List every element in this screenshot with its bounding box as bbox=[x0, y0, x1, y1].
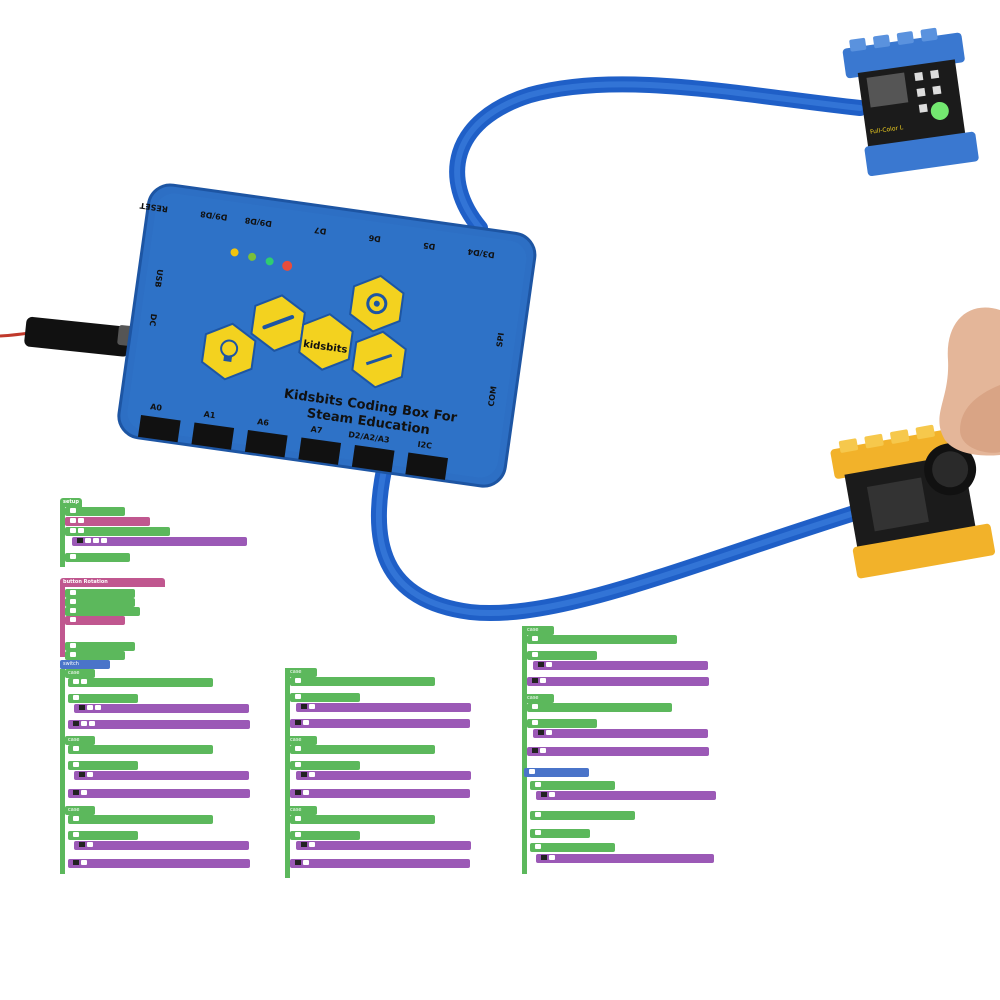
case-label-1: case bbox=[65, 669, 95, 678]
hand bbox=[939, 307, 1000, 456]
top-port-5: D5 bbox=[422, 241, 436, 252]
button-rotation-block: button Rotation bbox=[60, 578, 165, 587]
cable-to-top-module-highlight bbox=[454, 81, 863, 231]
code-block-group-3: case case bbox=[522, 626, 722, 876]
bottom-port-a7: A7 bbox=[310, 425, 323, 436]
case-label-4: case bbox=[287, 668, 317, 677]
case-label-7: case bbox=[524, 626, 554, 635]
case-label-3: case bbox=[65, 806, 95, 815]
cable-to-knob-module-highlight bbox=[375, 467, 883, 616]
top-port-1: D9/D8 bbox=[199, 209, 228, 222]
cable-to-top-module bbox=[449, 76, 868, 236]
top-port-2: D9/D8 bbox=[244, 215, 273, 228]
bottom-port-a6: A6 bbox=[257, 417, 270, 428]
case-label-5: case bbox=[287, 736, 317, 745]
bottom-port-i2c: I2C bbox=[417, 440, 433, 451]
side-label-com: COM bbox=[487, 385, 499, 407]
setup-block: setup bbox=[60, 498, 82, 507]
module-top-label: Full-Color L bbox=[870, 124, 905, 136]
switch-block: switch bbox=[60, 660, 110, 669]
case-label-2: case bbox=[65, 736, 95, 745]
case-label-8: case bbox=[524, 694, 554, 703]
code-block-group-1: setup button Rotation switch case case c… bbox=[60, 498, 260, 878]
side-label-spi: SPI bbox=[495, 332, 506, 348]
cable-to-knob-module bbox=[370, 462, 888, 621]
top-port-3: D7 bbox=[314, 225, 327, 236]
knob-module bbox=[830, 424, 996, 579]
bottom-port-a1: A1 bbox=[203, 410, 216, 421]
coding-box: kidsbits Kidsbits Coding Box For Steam E… bbox=[117, 183, 537, 488]
bottom-port-a0: A0 bbox=[150, 402, 163, 413]
dc-plug bbox=[24, 316, 131, 357]
top-port-6: D3/D4 bbox=[467, 247, 496, 260]
top-port-0: RESET bbox=[139, 201, 169, 214]
side-label-dc: DC bbox=[148, 313, 159, 327]
top-port-4: D6 bbox=[368, 233, 382, 244]
side-label-usb: USB bbox=[153, 269, 164, 288]
full-color-led-module: Full-Color L bbox=[842, 27, 979, 177]
case-label-6: case bbox=[287, 806, 317, 815]
code-block-group-2: case case case bbox=[285, 668, 485, 883]
